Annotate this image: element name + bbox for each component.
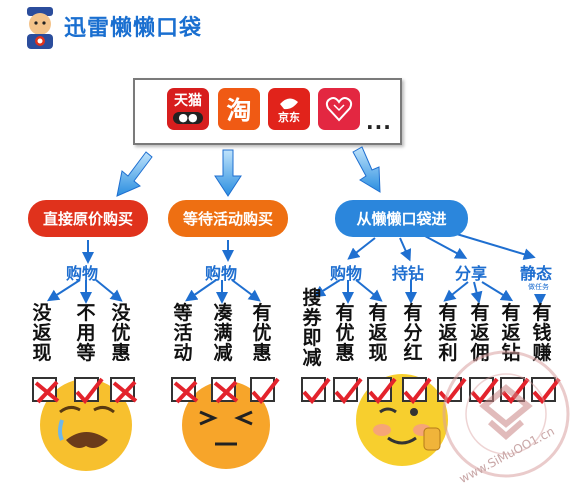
jd-label: 京东 [278,111,300,124]
check-icon [368,377,397,405]
option-no-wait: 不用等 [76,302,96,364]
tmall-label: 天猫 [174,93,202,109]
sad-face-icon [40,379,132,471]
check-icon [302,377,331,405]
check-icon [334,377,363,405]
checkbox-no-cashback[interactable] [32,377,60,404]
vipshop-app-icon [318,88,360,130]
jd-app-icon: 京东 [268,88,310,130]
page-title: 迅雷懒懒口袋 [64,16,203,41]
action-shop-1: 购物 [66,264,99,283]
category-direct-buy: 直接原价购买 [28,200,148,237]
option-has-rebate: 有返利 [438,302,458,364]
checkbox-search-coupon[interactable] [301,377,331,405]
action-static-sub: 做任务 [528,283,549,291]
category-wait-buy: 等待活动购买 [168,200,288,237]
check-icon [251,377,280,405]
watermark-seal: www.SiMuOO1.cn [440,348,572,486]
option-has-commission: 有返佣 [470,302,490,364]
squint-face-icon [182,381,270,469]
checkbox-has-dividend[interactable] [402,377,432,405]
option-has-dividend: 有分红 [403,302,423,364]
check-icon [501,377,530,405]
option-no-cashback: 没返现 [32,302,52,364]
check-icon [403,377,432,405]
checkbox-no-wait[interactable] [74,377,104,405]
more-apps: ... [366,110,392,134]
seal-logo-icon [442,350,570,478]
option-earn-money: 有钱赚 [532,302,552,364]
cross-icon [173,380,199,404]
tmall-app-icon: 天猫 ●● [167,88,209,130]
mascot-icon [22,6,58,52]
check-icon [438,377,467,405]
checkbox-has-commission[interactable] [469,377,499,405]
category-lanlan-pocket: 从懒懒口袋进 [335,200,468,237]
option-has-discount-1: 有优惠 [252,302,272,364]
taobao-app-icon: 淘 [218,88,260,130]
check-icon [532,377,561,405]
checkbox-has-cashback[interactable] [367,377,397,405]
option-reach-threshold: 凑满减 [213,302,233,364]
action-shop-2: 购物 [205,264,238,283]
big-arrow-left [116,151,153,197]
checkbox-no-discount[interactable] [110,377,138,404]
cross-icon [112,380,138,404]
big-arrow-right [352,146,381,193]
cross-icon [213,380,239,404]
taobao-label: 淘 [226,96,252,125]
option-search-coupon: 搜券即减 [302,287,322,369]
cross-icon [34,380,60,404]
option-has-cashback: 有返现 [368,302,388,364]
check-icon [75,377,104,405]
big-arrow-middle [214,149,242,197]
option-has-diamond: 有返钻 [501,302,521,364]
option-no-discount: 没优惠 [111,302,131,364]
checkbox-reach-threshold[interactable] [211,377,239,404]
checkbox-has-rebate[interactable] [437,377,467,405]
checkbox-has-discount-2[interactable] [333,377,363,405]
check-icon [470,377,499,405]
action-static: 静态 [520,264,553,283]
action-shop-3: 购物 [330,264,363,283]
action-share: 分享 [455,264,488,283]
action-hold: 持钻 [392,264,425,283]
option-wait-event: 等活动 [173,302,193,364]
checkbox-wait-event[interactable] [171,377,199,404]
option-has-discount-2: 有优惠 [335,302,355,364]
checkbox-has-discount-1[interactable] [250,377,280,405]
checkbox-earn-money[interactable] [531,377,561,405]
